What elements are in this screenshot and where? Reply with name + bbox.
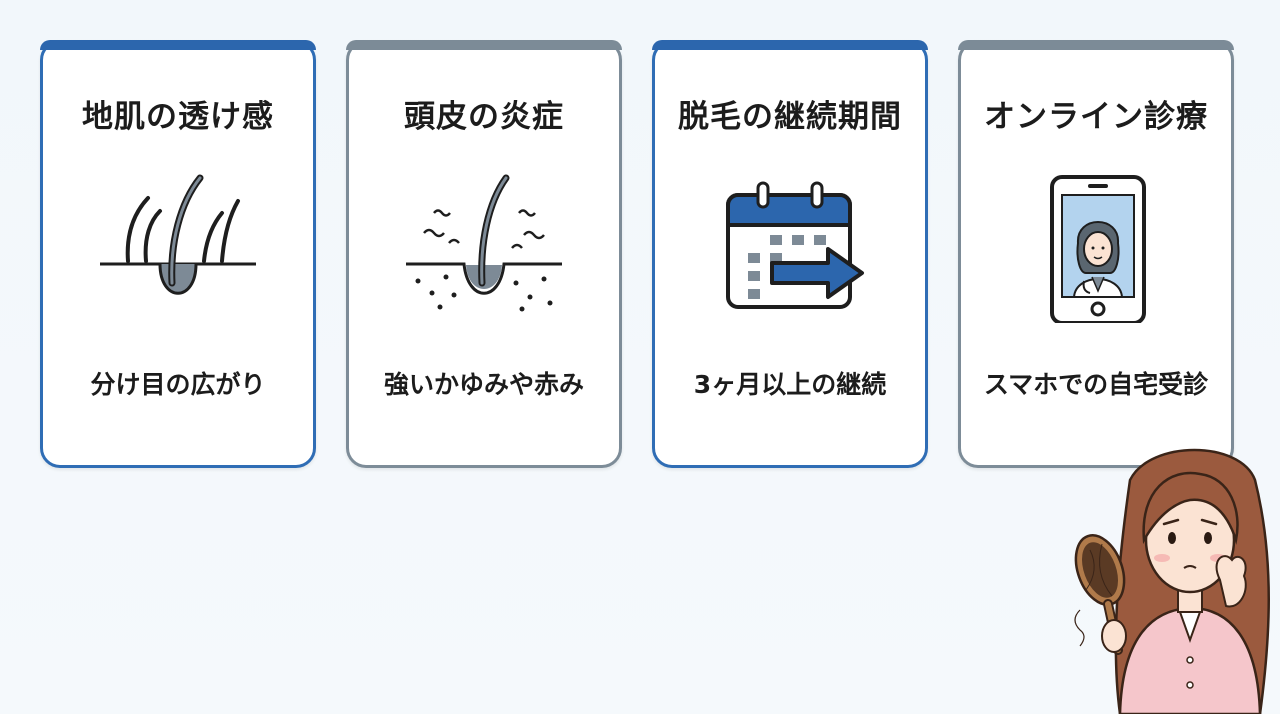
card-caption: 分け目の広がり: [90, 370, 266, 399]
card-scalp-inflammation: 頭皮の炎症 強いかゆみや赤み: [346, 40, 622, 468]
hair-follicle-icon: [100, 174, 256, 295]
card-online-consultation: オンライン診療 スマホでの自宅受診: [958, 40, 1234, 468]
card-caption: 強いかゆみや赤み: [383, 370, 584, 399]
worried-woman-illustration: [1074, 448, 1270, 714]
card-caption: 3ヶ月以上の継続: [693, 370, 887, 399]
calendar-arrow-icon: [726, 181, 864, 309]
card-hair-loss-duration: 脱毛の継続期間 3ヶ月以上の継続: [652, 40, 928, 468]
smartphone-doctor-icon: [1050, 175, 1146, 323]
card-scalp-visibility: 地肌の透け感 分け目の広がり: [40, 40, 316, 468]
card-caption: スマホでの自宅受診: [983, 370, 1209, 399]
card-title: 脱毛の継続期間: [678, 99, 902, 135]
card-title: 地肌の透け感: [82, 99, 274, 135]
scalp-inflammation-icon: [406, 174, 562, 312]
card-title: 頭皮の炎症: [404, 99, 564, 135]
card-title: オンライン診療: [984, 99, 1208, 135]
